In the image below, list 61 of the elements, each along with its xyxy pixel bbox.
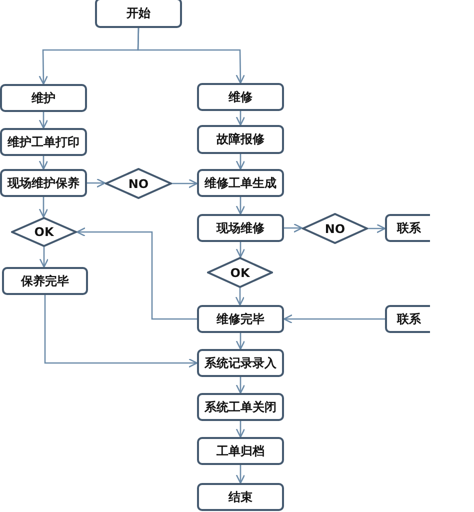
process-box — [197, 125, 284, 154]
node-label: 维护工单打印 — [8, 134, 80, 150]
process-box — [197, 305, 284, 333]
arrow — [137, 28, 246, 84]
process-box — [197, 349, 284, 377]
arrow — [236, 333, 246, 350]
arrow — [172, 178, 198, 188]
arrow — [87, 178, 106, 188]
node-label: 联系 — [397, 310, 421, 328]
node-label: NO — [324, 222, 346, 236]
node-label: OK — [230, 266, 250, 280]
arrow — [38, 156, 48, 170]
node-label: 系统记录录入 — [204, 354, 276, 372]
arrow — [236, 377, 246, 394]
node-label: 工单归档 — [216, 442, 264, 460]
node-label: NO — [128, 176, 149, 190]
arrow — [236, 197, 246, 215]
decision-diamond — [11, 217, 77, 247]
process-box — [0, 169, 87, 197]
process-box — [385, 305, 430, 333]
arrow — [236, 111, 246, 126]
node-label: 联系 — [397, 220, 421, 236]
node-label: 维修完毕 — [216, 310, 264, 328]
arrow — [38, 112, 48, 129]
process-box — [197, 83, 284, 111]
arrow — [283, 314, 385, 324]
node-label: 开始 — [126, 4, 150, 22]
arrow — [76, 227, 197, 320]
process-box — [197, 169, 284, 197]
process-box — [197, 214, 284, 242]
arrow — [284, 223, 303, 233]
arrow — [38, 197, 48, 218]
arrow — [236, 421, 246, 438]
node-label: OK — [34, 225, 54, 239]
process-box — [197, 437, 284, 465]
decision-diamond — [207, 257, 273, 288]
arrow — [236, 465, 246, 484]
process-box — [2, 267, 88, 295]
process-box — [197, 393, 284, 421]
decision-diamond — [302, 213, 368, 244]
node-label: 结束 — [228, 488, 252, 506]
terminal-box — [197, 483, 284, 511]
decision-diamond — [105, 168, 172, 199]
node-label: 故障报修 — [216, 131, 264, 148]
process-box — [385, 214, 430, 242]
arrow — [236, 242, 246, 258]
arrow — [236, 154, 246, 170]
node-label: 维护 — [32, 90, 56, 106]
process-box — [0, 128, 87, 156]
arrow — [235, 288, 245, 306]
node-label: 现场维护保养 — [8, 174, 80, 192]
terminal-box — [95, 0, 182, 28]
arrow — [368, 224, 386, 234]
arrow — [39, 247, 49, 268]
node-label: 维修工单生成 — [204, 174, 276, 192]
arrow — [44, 295, 198, 368]
node-label: 现场维修 — [216, 220, 264, 236]
process-box — [0, 84, 87, 112]
node-label: 保养完毕 — [21, 272, 69, 290]
node-label: 维修 — [228, 88, 252, 106]
node-label: 系统工单关闭 — [204, 398, 276, 416]
